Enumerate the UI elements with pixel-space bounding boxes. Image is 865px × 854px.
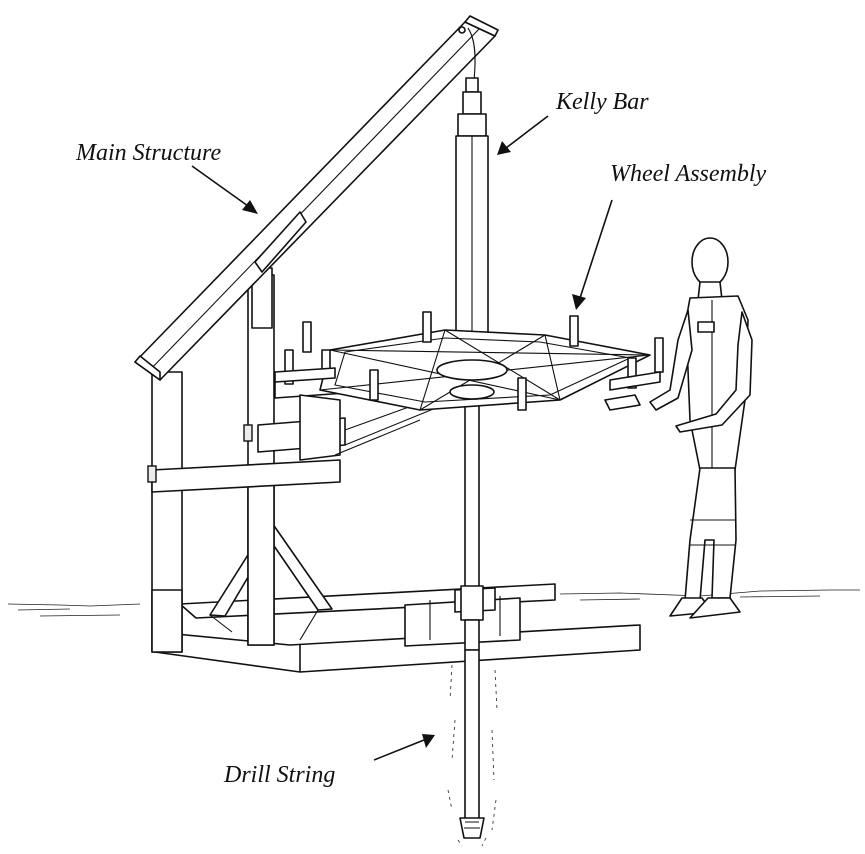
drill-string [447,649,498,847]
cable [467,27,476,81]
label-drill-string: Drill String [223,762,335,788]
label-arrows [191,115,613,761]
base-frame [154,519,641,673]
person-figure [649,237,753,619]
kelly-bar [455,77,489,367]
label-main-structure: Main Structure [75,140,221,166]
label-wheel-assembly: Wheel Assembly [610,161,767,187]
drill-pipe [460,379,484,651]
label-kelly-bar: Kelly Bar [555,89,649,115]
main-boom [134,15,499,381]
wheel-assembly [274,311,664,411]
ground-line [7,589,860,617]
vertical-posts [151,267,275,653]
